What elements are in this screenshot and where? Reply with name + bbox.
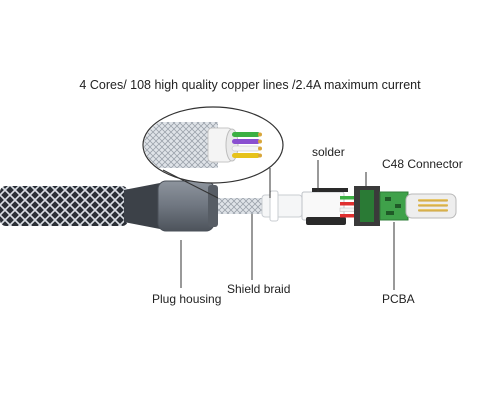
braided-cable (0, 186, 128, 226)
label-shield-braid: Shield braid (227, 282, 291, 296)
magnifier-leader-left (162, 169, 219, 199)
shield-braid (218, 198, 270, 214)
label-c48-connector: C48 Connector (382, 157, 463, 171)
label-pcba: PCBA (382, 292, 415, 306)
plug-housing (157, 180, 215, 232)
inner-sleeve-ring (269, 190, 279, 222)
solder-top-line (312, 188, 348, 192)
copper-cores (231, 132, 262, 158)
solder-shadow (306, 217, 346, 225)
label-solder: solder (312, 145, 345, 159)
inner-sleeve (261, 194, 303, 218)
cutaway-magnifier (142, 106, 284, 184)
label-plug-housing: Plug housing (152, 292, 222, 306)
strain-relief (124, 183, 160, 229)
plug-housing-face (208, 185, 218, 227)
pcba-board (379, 191, 409, 221)
lightning-contacts (418, 199, 448, 212)
c48-connector-inner (360, 190, 374, 222)
pcba-components (385, 197, 401, 215)
solder-block (301, 191, 345, 221)
diagram-headline: 4 Cores/ 108 high quality copper lines /… (79, 78, 421, 92)
